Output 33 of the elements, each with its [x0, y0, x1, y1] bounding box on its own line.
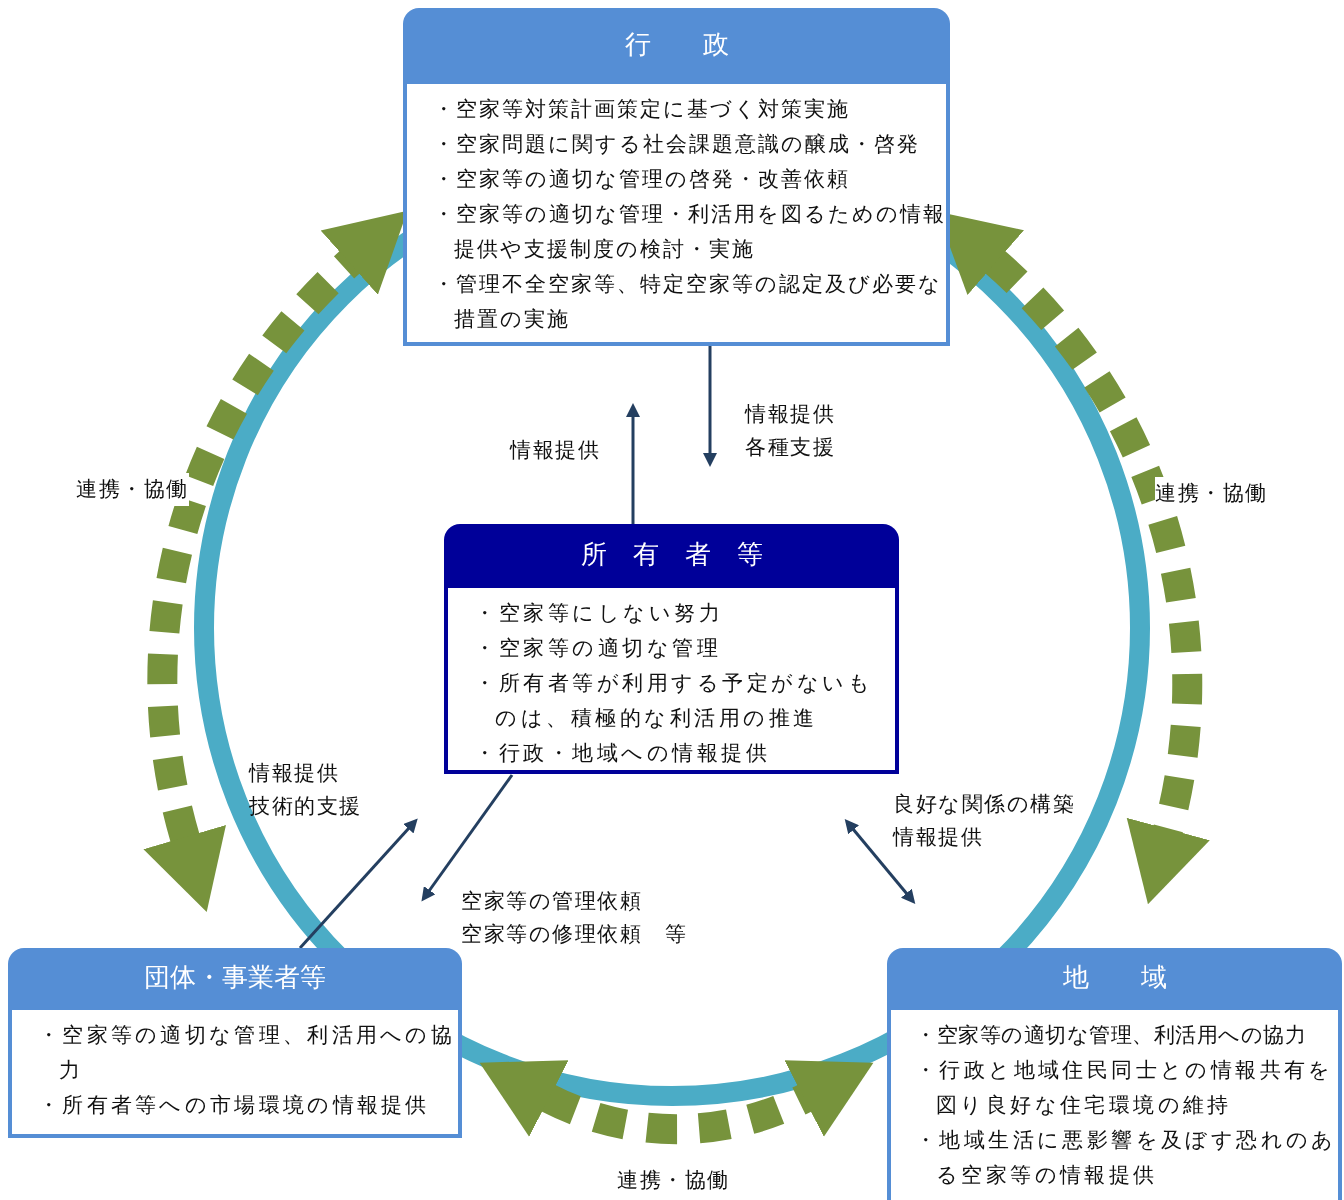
arrow — [703, 346, 717, 467]
bullet-item: ・地域生活に悪影響を及ぼす恐れのある空家等の情報提供 — [915, 1127, 1338, 1189]
role-panel — [887, 948, 1342, 1200]
panel-heading: 所 有 者 等 — [444, 524, 899, 584]
bullet-item: ・所有者等が利用する予定がないものは、積極的な利活用の推進 — [474, 670, 874, 732]
bullet-item: ・空家等の適切な管理、利活用への協力 — [915, 1022, 1307, 1049]
bullet-item: ・行政・地域への情報提供 — [474, 740, 771, 767]
panel-heading: 行 政 — [403, 8, 950, 80]
bullet-item: ・行政と地域住民同士との情報共有を図り良好な住宅環境の維持 — [915, 1057, 1335, 1119]
bullet-item: ・空家等の適切な管理・利活用を図るための情報提供や支援制度の検討・実施 — [433, 201, 946, 263]
edge-label: 連携・協働 — [76, 473, 189, 506]
arrow — [626, 403, 640, 524]
edge-label: 情報提供 — [508, 437, 600, 464]
bullet-item: ・空家等の適切な管理の啓発・改善依頼 — [433, 166, 851, 193]
panel-heading: 地 域 — [887, 948, 1342, 1006]
bullet-item: ・空家等対策計画策定に基づく対策実施 — [433, 96, 851, 123]
edge-label: 情報提供各種支援 — [745, 401, 835, 461]
arrow — [844, 819, 916, 904]
bullet-item: ・空家等の適切な管理、利活用への協力 — [38, 1022, 457, 1084]
bullet-item: ・管理不全空家等、特定空家等の認定及び必要な措置の実施 — [433, 271, 943, 333]
panel-heading: 団体・事業者等 — [8, 948, 462, 1006]
edge-label: 情報提供技術的支援 — [249, 760, 362, 820]
dashed-arrow — [477, 1059, 876, 1145]
bullet-item: ・空家等にしない努力 — [474, 600, 724, 627]
role-panel — [403, 8, 950, 346]
edge-label: 良好な関係の構築情報提供 — [893, 791, 1075, 851]
bullet-item: ・空家等の適切な管理 — [474, 635, 722, 662]
edge-label: 空家等の管理依頼空家等の修理依頼 等 — [461, 888, 687, 948]
role-panel — [444, 524, 899, 774]
arrow — [421, 774, 514, 902]
bullet-item: ・空家問題に関する社会課題意識の醸成・啓発 — [433, 131, 921, 158]
bullet-item: ・所有者等への市場環境の情報提供 — [38, 1092, 431, 1119]
role-panel — [8, 948, 462, 1138]
